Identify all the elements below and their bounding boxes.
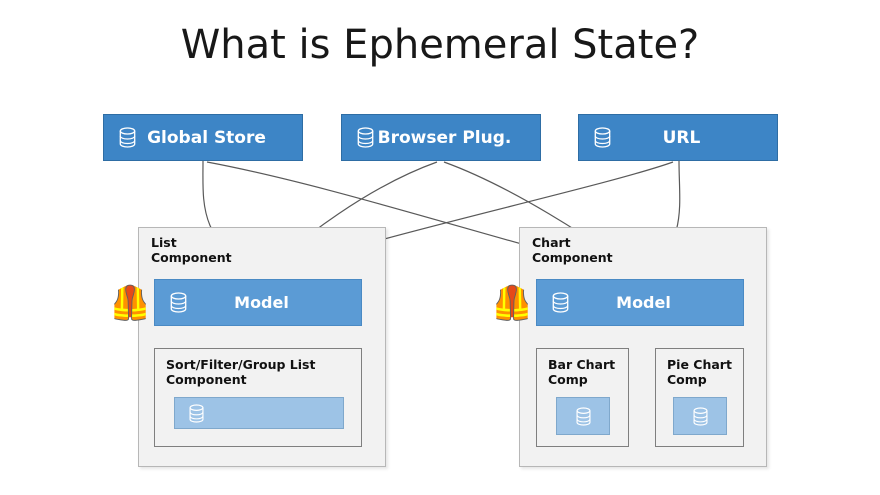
child-component-title: Bar Chart Comp <box>548 357 616 387</box>
database-icon <box>551 292 570 313</box>
child-component-title: Pie Chart Comp <box>667 357 732 387</box>
source-box-url[interactable]: URL <box>578 114 778 161</box>
model-box-list[interactable]: Model <box>154 279 362 326</box>
database-icon <box>169 292 188 313</box>
inner-state-box-bar-chart[interactable] <box>556 397 610 435</box>
child-component-sort-filter-group-list[interactable]: Sort/Filter/Group List Component <box>154 348 362 447</box>
source-box-label: URL <box>662 127 701 148</box>
child-component-pie-chart[interactable]: Pie Chart Comp <box>655 348 744 447</box>
source-box-browser-plugin[interactable]: Browser Plug. <box>341 114 541 161</box>
model-box-label: Model <box>234 293 289 312</box>
source-box-label: Browser Plug. <box>377 127 512 148</box>
component-title: List Component <box>151 235 232 265</box>
database-icon <box>692 406 709 426</box>
database-icon <box>118 127 137 148</box>
component-title: Chart Component <box>532 235 613 265</box>
source-box-global-store[interactable]: Global Store <box>103 114 303 161</box>
source-box-label: Global Store <box>147 127 266 148</box>
database-icon <box>593 127 612 148</box>
child-component-title: Sort/Filter/Group List Component <box>166 357 316 387</box>
hard-hat-icon: 🦺 <box>109 283 151 322</box>
hard-hat-icon: 🦺 <box>491 283 533 322</box>
database-icon <box>575 406 592 426</box>
inner-state-box-pie-chart[interactable] <box>673 397 727 435</box>
inner-state-box-sort-filter[interactable] <box>174 397 344 429</box>
page-title: What is Ephemeral State? <box>180 22 700 68</box>
database-icon <box>356 127 375 148</box>
child-component-bar-chart[interactable]: Bar Chart Comp <box>536 348 629 447</box>
database-icon <box>188 403 205 423</box>
model-box-label: Model <box>616 293 671 312</box>
model-box-chart[interactable]: Model <box>536 279 744 326</box>
